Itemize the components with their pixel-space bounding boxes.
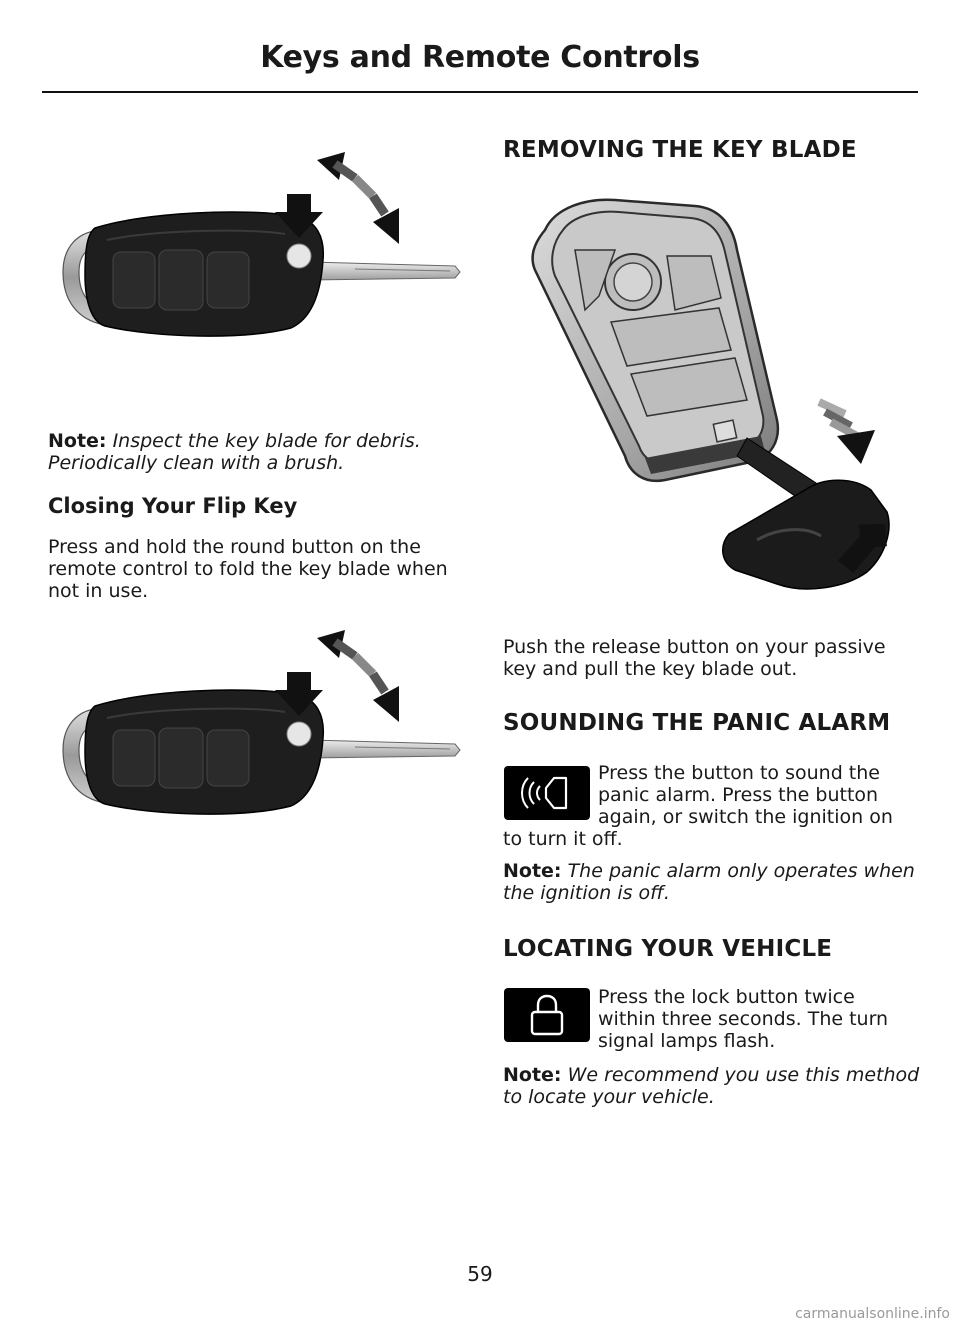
body-line: within three seconds. The turn xyxy=(598,1008,889,1030)
watermark[interactable]: carmanualsonline.info xyxy=(795,1306,950,1322)
panic-alarm-body: Press the button to sound the panic alar… xyxy=(503,762,923,850)
removing-key-blade-body: Push the release button on your passive … xyxy=(503,636,923,680)
note-inspect-blade: Note: Inspect the key blade for debris. … xyxy=(48,430,468,474)
note-panic-alarm: Note: The panic alarm only operates when… xyxy=(503,860,923,904)
note-text-line: to locate your vehicle. xyxy=(503,1086,715,1108)
note-text-line: Inspect the key blade for debris. xyxy=(112,430,421,452)
note-text-line: The panic alarm only operates when xyxy=(567,860,915,882)
flip-key-figure-open xyxy=(55,150,465,350)
body-line: panic alarm. Press the button xyxy=(598,784,879,806)
body-line: remote control to fold the key blade whe… xyxy=(48,558,448,580)
note-text-line: the ignition is off. xyxy=(503,882,670,904)
page-header-title: Keys and Remote Controls xyxy=(260,40,700,75)
page-number: 59 xyxy=(467,1262,493,1286)
passive-key-figure xyxy=(515,190,895,610)
note-label: Note: xyxy=(503,1064,562,1086)
body-line: Press the button to sound the xyxy=(598,762,880,784)
removing-key-blade-heading: REMOVING THE KEY BLADE xyxy=(503,137,857,163)
panic-alarm-icon xyxy=(504,766,590,820)
body-line: to turn it off. xyxy=(503,828,623,850)
locating-vehicle-heading: LOCATING YOUR VEHICLE xyxy=(503,936,833,962)
note-text-line: Periodically clean with a brush. xyxy=(48,452,345,474)
header-rule xyxy=(42,91,918,93)
note-text-line: We recommend you use this method xyxy=(567,1064,920,1086)
note-locating-vehicle: Note: We recommend you use this method t… xyxy=(503,1064,923,1108)
body-line: Press the lock button twice xyxy=(598,986,855,1008)
locating-vehicle-body: Press the lock button twice within three… xyxy=(598,986,928,1052)
flip-key-figure-closing xyxy=(55,628,465,828)
note-label: Note: xyxy=(48,430,107,452)
body-line: again, or switch the ignition on xyxy=(598,806,893,828)
lock-icon xyxy=(504,988,590,1042)
closing-flip-key-heading: Closing Your Flip Key xyxy=(48,494,298,518)
body-line: not in use. xyxy=(48,580,149,602)
body-line: key and pull the key blade out. xyxy=(503,658,798,680)
body-line: Push the release button on your passive xyxy=(503,636,886,658)
panic-alarm-heading: SOUNDING THE PANIC ALARM xyxy=(503,710,891,736)
body-line: Press and hold the round button on the xyxy=(48,536,421,558)
body-line: signal lamps flash. xyxy=(598,1030,776,1052)
closing-flip-key-body: Press and hold the round button on the r… xyxy=(48,536,468,602)
note-label: Note: xyxy=(503,860,562,882)
